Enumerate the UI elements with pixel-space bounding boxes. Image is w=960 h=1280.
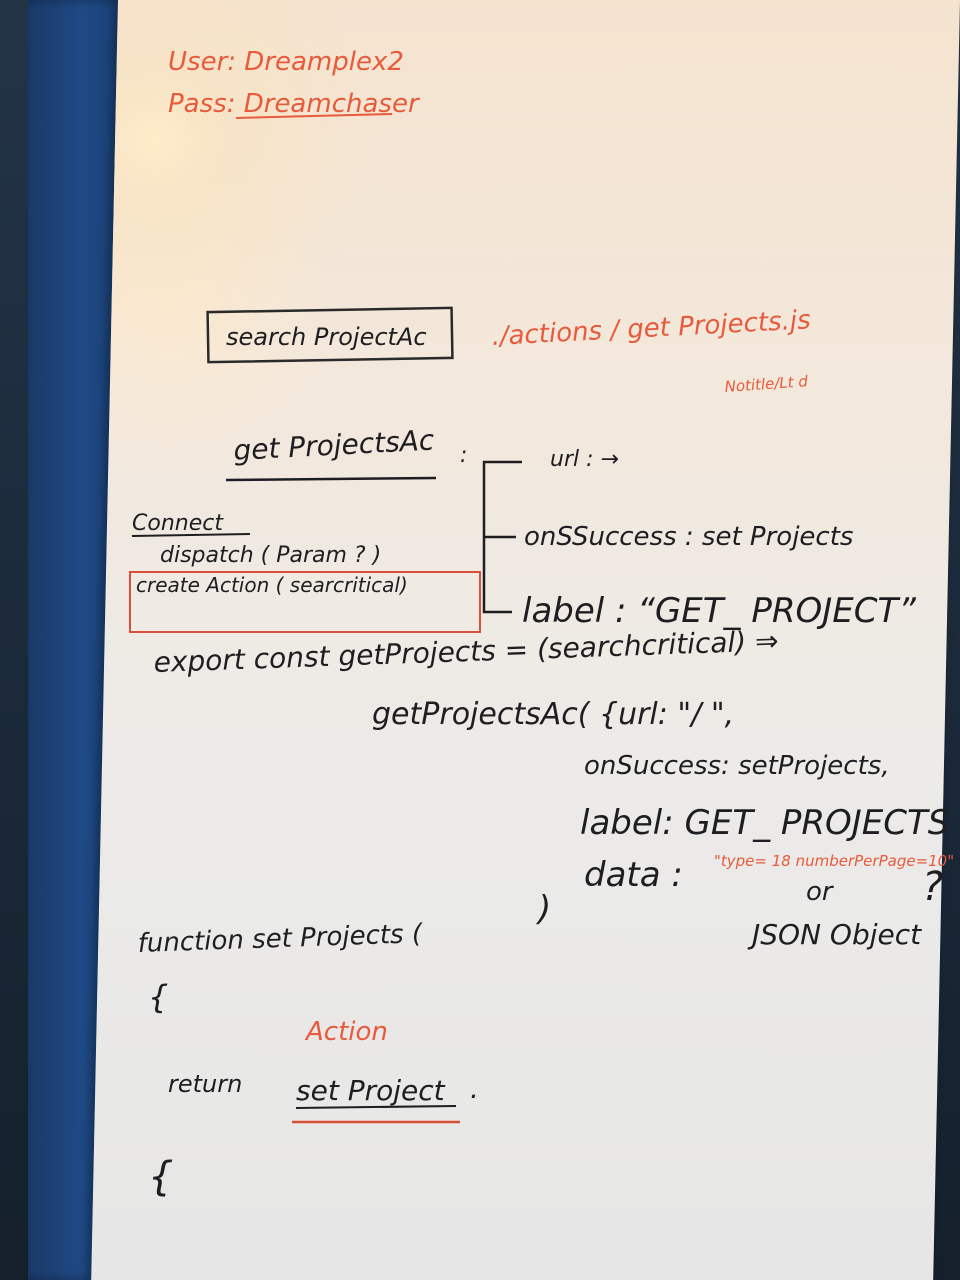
get-projects-ac-label: get ProjectsAc (233, 423, 436, 467)
json-object: JSON Object (747, 918, 922, 951)
close-paren: ) (535, 889, 551, 929)
branch-label: label : “GET_ PROJECT” (522, 591, 916, 631)
small-red-note: Notitle/Lt d (724, 372, 809, 396)
branch-onsuccess: onSSuccess : set Projects (524, 522, 853, 552)
credentials-user: User: Dreamplex2 (168, 47, 404, 77)
branch-url: url : → (550, 447, 619, 472)
get-projects-underline (225, 476, 437, 482)
data-value: "type= 18 numberPerPage=10" (714, 852, 954, 870)
search-box-outline (206, 306, 454, 364)
dispatch-text: dispatch ( Param ? ) (160, 543, 381, 568)
connect-arrow (131, 533, 251, 537)
label-line: label: GET_ PROJECTS (580, 803, 949, 843)
actions-path: ./actions / get Projects.js (491, 305, 812, 352)
period: . (470, 1072, 479, 1105)
set-project-underline (295, 1105, 457, 1109)
data-label: data : (584, 855, 683, 895)
close-brace: { (148, 1154, 173, 1200)
action-label: Action (304, 1017, 388, 1047)
colon-mark: : (460, 443, 467, 468)
create-action-text: create Action ( searcritical) (136, 573, 408, 597)
set-project: set Project (296, 1074, 446, 1107)
return-word: return (168, 1070, 242, 1098)
function-line: function set Projects ( (137, 919, 424, 959)
call-line: getProjectsAc( {url: "/ ", (372, 697, 734, 732)
connect-text: Connect (132, 511, 224, 536)
or-text: or (806, 877, 835, 907)
pass-underline (235, 113, 393, 119)
question-mark: ? (922, 864, 943, 910)
open-brace: { (148, 978, 168, 1016)
search-box-text: search ProjectAc (226, 323, 427, 351)
create-action-red-box (129, 571, 481, 633)
onsuccess-line: onSuccess: setProjects, (584, 751, 890, 781)
